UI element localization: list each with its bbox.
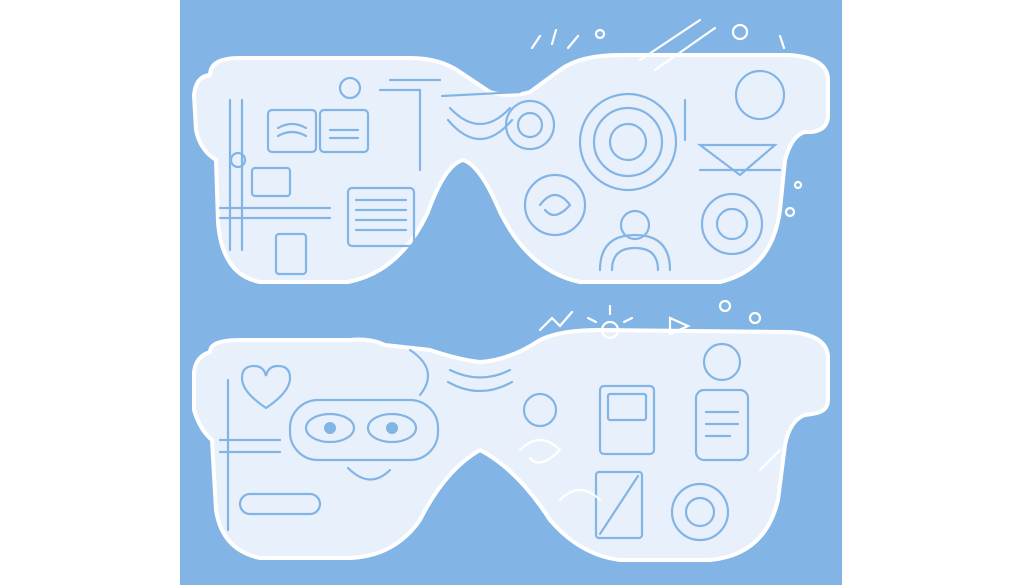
lower-sun-doodle	[600, 320, 620, 340]
lower-eye-left	[304, 412, 356, 444]
upper-pencil-doodle	[638, 18, 717, 72]
upper-gear-hub	[516, 111, 544, 139]
lower-pupil-left	[324, 422, 336, 434]
upper-gear	[504, 99, 556, 151]
upper-glasses	[191, 18, 830, 284]
lower-door-panel	[594, 470, 644, 540]
lower-target-circle	[670, 482, 730, 542]
upper-swirl-circle	[523, 173, 587, 237]
lower-pupil-right	[386, 422, 398, 434]
upper-keyboard-panel	[346, 186, 416, 248]
lower-glasses	[192, 299, 830, 562]
lower-eye-right	[366, 412, 418, 444]
lower-bridge-lines	[446, 368, 514, 392]
upper-spark-doodles	[530, 28, 786, 50]
lower-frame	[192, 327, 830, 562]
lower-dial	[702, 342, 742, 382]
lower-door-diagonal	[598, 474, 640, 536]
lower-swirl-circle	[522, 392, 558, 428]
lower-tablet-lines	[704, 410, 740, 438]
lower-doodle-dot	[748, 311, 762, 325]
upper-node	[229, 151, 247, 169]
upper-doodle-dot	[784, 206, 796, 218]
upper-right-traces	[683, 98, 782, 172]
upper-screen-left	[266, 108, 318, 154]
upper-screen-right	[318, 108, 370, 154]
upper-monitor-icon	[250, 166, 292, 198]
lower-display-screen	[598, 384, 656, 456]
lower-right-doodles	[518, 438, 782, 502]
upper-doodle-dot	[594, 28, 606, 40]
lower-target-inner	[684, 496, 716, 528]
upper-swirl	[538, 193, 572, 217]
blue-panel	[180, 0, 842, 585]
upper-keyboard-lines	[354, 198, 408, 232]
lower-display-window	[606, 392, 648, 422]
upper-small-gear	[619, 209, 651, 241]
upper-target-lower	[700, 192, 764, 256]
lower-tablet	[694, 388, 750, 462]
upper-node	[338, 76, 362, 100]
lower-sun-rays	[586, 304, 634, 324]
upper-doodle-circle	[731, 23, 749, 41]
heart-icon	[240, 364, 292, 410]
lower-left-traces	[218, 348, 430, 532]
upper-screen-lines	[276, 122, 360, 140]
lower-zigzag-doodle	[538, 310, 574, 332]
upper-target-lower-inner	[715, 207, 749, 241]
lower-goggles	[288, 398, 440, 462]
upper-frame	[191, 53, 830, 284]
lower-toggle-bar	[238, 492, 322, 516]
upper-eye-target	[578, 92, 678, 192]
upper-triangle-shape	[696, 143, 778, 177]
upper-door-icon	[274, 232, 308, 276]
upper-circuit-traces	[218, 78, 442, 252]
upper-arches	[598, 233, 672, 272]
glasses-illustration	[180, 0, 842, 585]
upper-dial	[734, 69, 786, 121]
lower-doodle-dot	[718, 299, 732, 313]
upper-eye-ring	[592, 106, 664, 178]
lower-arrow-doodle	[668, 316, 691, 336]
upper-doodle-dot	[793, 180, 803, 190]
upper-eye-pupil	[608, 122, 648, 162]
